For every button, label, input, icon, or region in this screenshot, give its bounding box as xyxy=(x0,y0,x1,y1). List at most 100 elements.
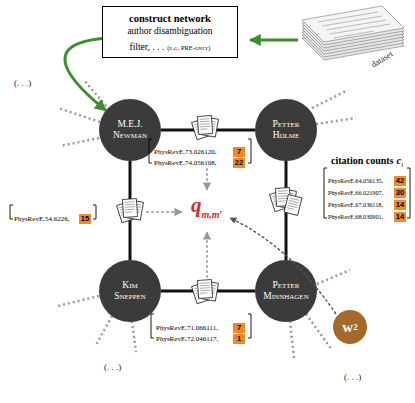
label-group: (. . .) xyxy=(14,72,31,90)
label-group: PhysRevE.54.6226, xyxy=(14,207,69,225)
brackets xyxy=(10,139,410,338)
dataset-label: dataset xyxy=(369,49,394,70)
dataset-page xyxy=(302,6,404,42)
label-group: PhysRevE.71.066111, xyxy=(156,316,218,334)
label-group: 42 xyxy=(394,169,406,187)
node-text: 2 xyxy=(353,322,358,332)
citation-count: 7 xyxy=(233,147,245,157)
paper-icon xyxy=(192,116,219,140)
weight-node: w2 xyxy=(333,310,367,344)
annotation: citation counts xyxy=(331,155,394,166)
citation-count: 7 xyxy=(233,323,245,333)
bracket xyxy=(151,314,154,338)
label-group: 7 xyxy=(233,140,245,158)
dotted-link xyxy=(96,316,112,345)
dashed-arrow xyxy=(230,218,336,314)
label-group: 14 xyxy=(394,193,406,211)
dotted-link xyxy=(60,138,99,146)
bracket xyxy=(248,139,251,163)
dashed-arrow xyxy=(146,211,182,212)
node-text: w xyxy=(342,319,353,336)
dotted-link xyxy=(58,296,99,306)
label-group: PhysRevE.73.026120, xyxy=(154,140,216,158)
bracket xyxy=(149,139,152,163)
label-group: 22 xyxy=(233,151,245,169)
node-text: M.E.J. Newman xyxy=(106,119,154,141)
node-text: author disambiguation xyxy=(103,25,237,38)
citation-count: 22 xyxy=(233,158,245,168)
dotted-link xyxy=(58,108,100,122)
flow-arrow xyxy=(65,39,106,111)
ellipsis: (. . .) xyxy=(344,372,361,382)
paper-ref: PhysRevE.71.066111, xyxy=(156,324,218,332)
dotted-link xyxy=(317,270,350,284)
paper-ref: PhysRevE.66.021907, xyxy=(328,189,383,196)
label-group: qm,m′ xyxy=(191,193,222,220)
process-box: construct networkauthor disambiguation fi… xyxy=(102,6,238,58)
citation-count: 15 xyxy=(79,214,91,224)
bracket xyxy=(93,205,96,219)
citation-count: 42 xyxy=(394,176,406,186)
label-group: 30 xyxy=(394,181,406,199)
label-group: (. . .) xyxy=(344,366,361,384)
node-text: filter, . . . xyxy=(129,42,164,52)
citation-count: 1 xyxy=(233,334,245,344)
dotted-link xyxy=(316,118,356,124)
citation-count: 30 xyxy=(394,188,406,198)
paper-icon xyxy=(284,195,302,216)
citation-count: 14 xyxy=(394,212,406,222)
label-group: dataset xyxy=(366,43,396,71)
label-group: PhysRevE.72.046117, xyxy=(156,327,218,345)
node-text: Kim Sneppen xyxy=(106,280,154,302)
author-node: Kim Sneppen xyxy=(99,260,161,322)
dotted-link xyxy=(132,321,136,352)
author-node: Petter Holme xyxy=(255,99,317,161)
label-group: 15 xyxy=(79,207,91,225)
dotted-link xyxy=(306,314,332,350)
annotation: c xyxy=(397,155,402,166)
author-node: Petter Minnhagen xyxy=(255,260,317,322)
label-group: 14 xyxy=(394,205,406,223)
node-text: Petter Holme xyxy=(262,119,310,141)
label-group: PhysRevE.68.030901, xyxy=(328,205,383,223)
dashed-arrow xyxy=(206,232,207,278)
annotation-subscript: i xyxy=(401,161,403,169)
bracket xyxy=(248,314,251,338)
more-links xyxy=(58,80,356,358)
weight-subscript: m,m′ xyxy=(202,209,223,220)
paper-ref: PhysRevE.67.036118, xyxy=(328,201,383,208)
label-group: 1 xyxy=(233,327,245,345)
weight-symbol: q xyxy=(191,193,202,217)
dashed-arrow xyxy=(206,168,207,190)
label-group: 7 xyxy=(233,316,245,334)
label-group: PhysRevE.67.036118, xyxy=(328,193,383,211)
node-text: Petter Minnhagen xyxy=(262,280,310,302)
text-lines xyxy=(318,12,390,38)
label-group: citation countsci xyxy=(331,150,403,169)
flow-arrow xyxy=(250,39,298,42)
node-text: construct network xyxy=(103,12,237,25)
label-group: PhysRevE.64.056135, xyxy=(328,169,383,187)
paper-ref: PhysRevE.64.056135, xyxy=(328,177,383,184)
paper-ref: PhysRevE.74.056108, xyxy=(154,159,216,167)
label-group: PhysRevE.66.021907, xyxy=(328,181,383,199)
dotted-link xyxy=(312,90,348,108)
dotted-link xyxy=(290,321,294,358)
paper-icon xyxy=(192,280,219,304)
flow-arrows xyxy=(146,168,336,314)
paper-ref: PhysRevE.72.046117, xyxy=(156,335,218,343)
ellipsis: (. . .) xyxy=(14,78,31,88)
citation-count: 14 xyxy=(394,200,406,210)
label-group: PhysRevE.74.056108, xyxy=(154,151,216,169)
bracket xyxy=(10,205,13,219)
bracket xyxy=(407,168,410,218)
author-node: M.E.J. Newman xyxy=(99,99,161,161)
paper-ref: PhysRevE.54.6226, xyxy=(14,215,69,223)
paper-ref: PhysRevE.73.026120, xyxy=(154,148,216,156)
node-text: (e.g. PRE-only) xyxy=(167,44,210,51)
ellipsis: (. . .) xyxy=(104,362,121,372)
paper-icon xyxy=(117,199,144,223)
paper-ref: PhysRevE.68.030901, xyxy=(328,213,383,220)
